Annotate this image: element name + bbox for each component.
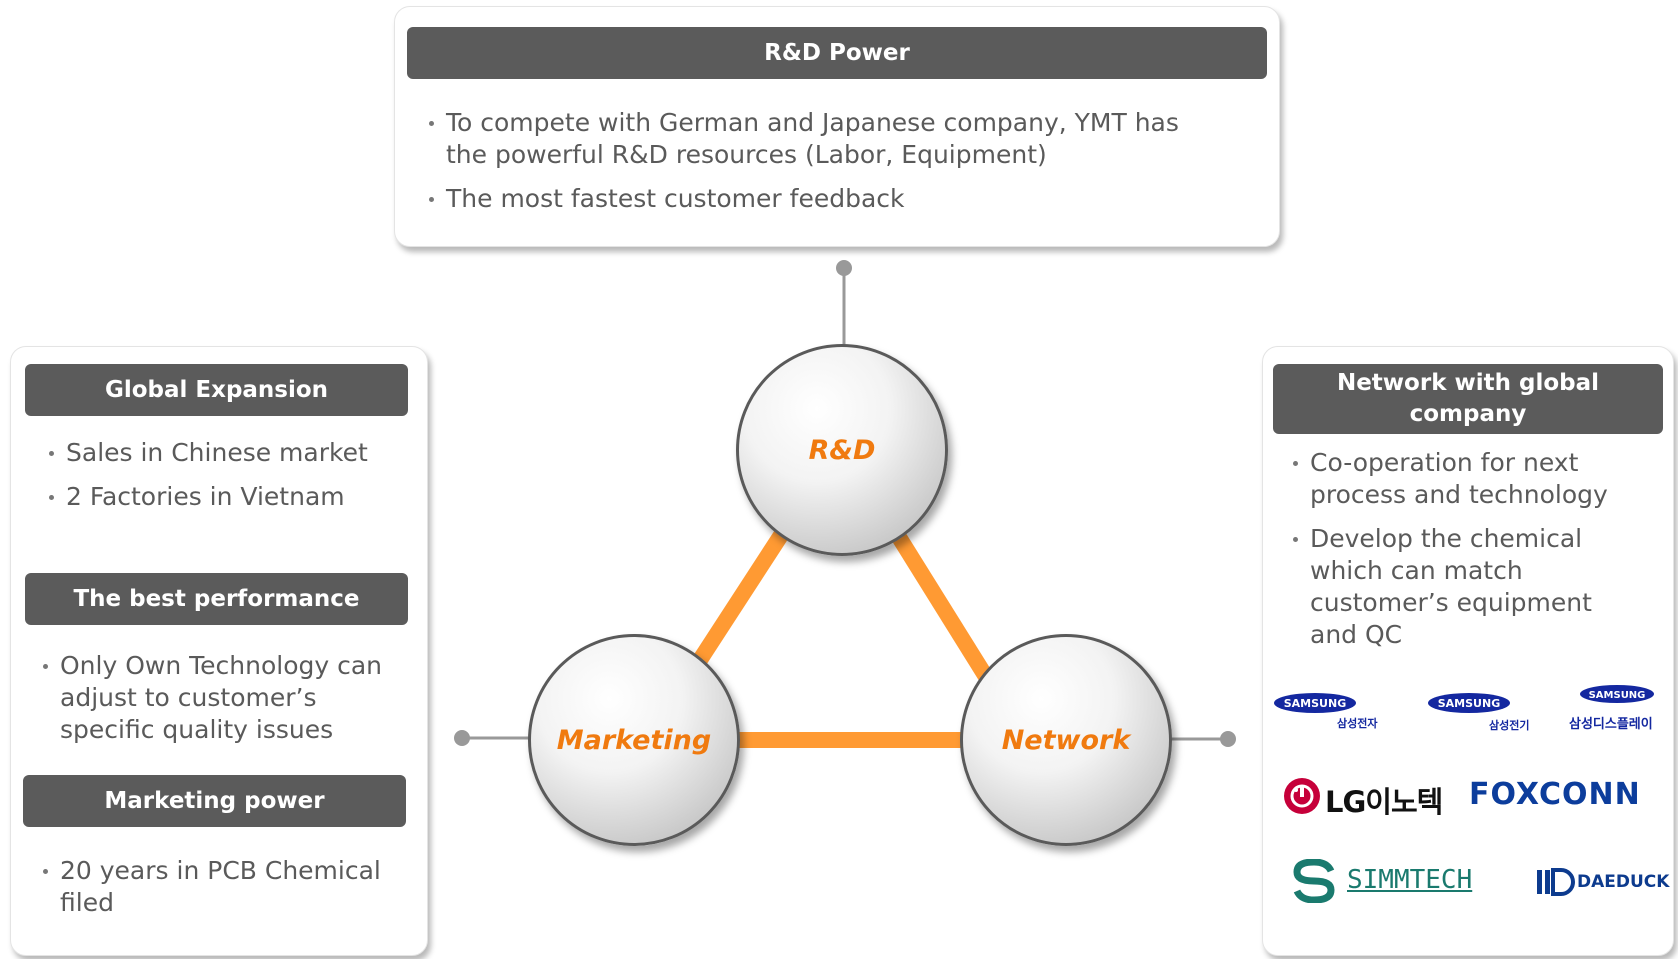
marketing-power-title: Marketing power <box>104 787 325 814</box>
samsung-electronics-logo: SAMSUNG 삼성전자 <box>1273 691 1383 741</box>
marketing-power-bullet-1: 20 years in PCB Chemical filed <box>41 855 401 919</box>
best-performance-header: The best performance <box>25 573 408 625</box>
best-performance-bullet-1: Only Own Technology can adjust to custom… <box>41 650 401 746</box>
rd-node-label: R&D <box>808 434 876 466</box>
network-node-label: Network <box>1001 724 1131 756</box>
triangle-edge-right <box>885 521 995 685</box>
best-performance-bullets: Only Own Technology can adjust to custom… <box>41 650 401 758</box>
rd-power-bullets: To compete with German and Japanese comp… <box>427 107 1227 227</box>
marketing-node-circle: Marketing <box>528 634 740 846</box>
network-bullet-1: Co-operation for next process and techno… <box>1291 447 1641 511</box>
samsung-display-sub: 삼성디스플레이 <box>1569 717 1653 732</box>
daeduck-text: DAEDUCK <box>1577 872 1670 892</box>
global-expansion-bullets: Sales in Chinese market 2 Factories in V… <box>47 437 407 525</box>
network-bullets: Co-operation for next process and techno… <box>1291 447 1641 663</box>
foxconn-text: FOXCONN <box>1469 777 1641 812</box>
network-card: Network with global company Co-operation… <box>1262 346 1674 956</box>
network-node-circle: Network <box>960 634 1172 846</box>
left-info-card: Global Expansion Sales in Chinese market… <box>10 346 428 956</box>
connector-dot-left <box>454 730 470 746</box>
samsung-display-brand: SAMSUNG <box>1589 690 1646 701</box>
simmtech-text: SIMMTECH <box>1347 865 1473 895</box>
lg-innotek-text: LG이노텍 <box>1325 785 1443 819</box>
network-title: Network with global company <box>1336 370 1600 427</box>
rd-bullet-2: The most fastest customer feedback <box>427 183 1227 215</box>
global-expansion-bullet-2: 2 Factories in Vietnam <box>47 481 407 513</box>
network-header: Network with global company <box>1273 364 1663 434</box>
marketing-node: Marketing <box>528 634 740 846</box>
marketing-node-label: Marketing <box>556 724 712 756</box>
samsung-electro-mechanics-brand: SAMSUNG <box>1438 697 1500 710</box>
marketing-power-header: Marketing power <box>23 775 406 827</box>
samsung-electronics-sub: 삼성전자 <box>1337 717 1378 730</box>
simmtech-logo: SIMMTECH <box>1289 859 1509 909</box>
network-bullet-2: Develop the chemical which can match cus… <box>1291 523 1641 651</box>
samsung-electro-mechanics-sub: 삼성전기 <box>1489 719 1530 732</box>
samsung-display-logo: SAMSUNG 삼성디스플레이 <box>1569 683 1673 739</box>
rd-node-circle: R&D <box>736 344 948 556</box>
rd-power-header: R&D Power <box>407 27 1267 79</box>
rd-node: R&D <box>736 344 948 556</box>
lg-innotek-logo: LG이노텍 <box>1283 775 1453 819</box>
connector-dot-top <box>836 260 852 276</box>
rd-power-card: R&D Power To compete with German and Jap… <box>394 6 1280 247</box>
network-node: Network <box>960 634 1172 846</box>
global-expansion-header: Global Expansion <box>25 364 408 416</box>
daeduck-logo: DAEDUCK <box>1535 867 1669 901</box>
connector-dot-right <box>1220 731 1236 747</box>
global-expansion-bullet-1: Sales in Chinese market <box>47 437 407 469</box>
samsung-electronics-brand: SAMSUNG <box>1284 697 1346 710</box>
foxconn-logo: FOXCONN <box>1469 777 1669 817</box>
triangle-edge-left <box>689 521 794 671</box>
rd-bullet-1: To compete with German and Japanese comp… <box>427 107 1227 171</box>
marketing-power-bullets: 20 years in PCB Chemical filed <box>41 855 401 931</box>
best-performance-title: The best performance <box>73 585 360 612</box>
samsung-electro-mechanics-logo: SAMSUNG 삼성전기 <box>1427 691 1537 741</box>
rd-power-title: R&D Power <box>764 39 910 66</box>
global-expansion-title: Global Expansion <box>104 376 329 403</box>
